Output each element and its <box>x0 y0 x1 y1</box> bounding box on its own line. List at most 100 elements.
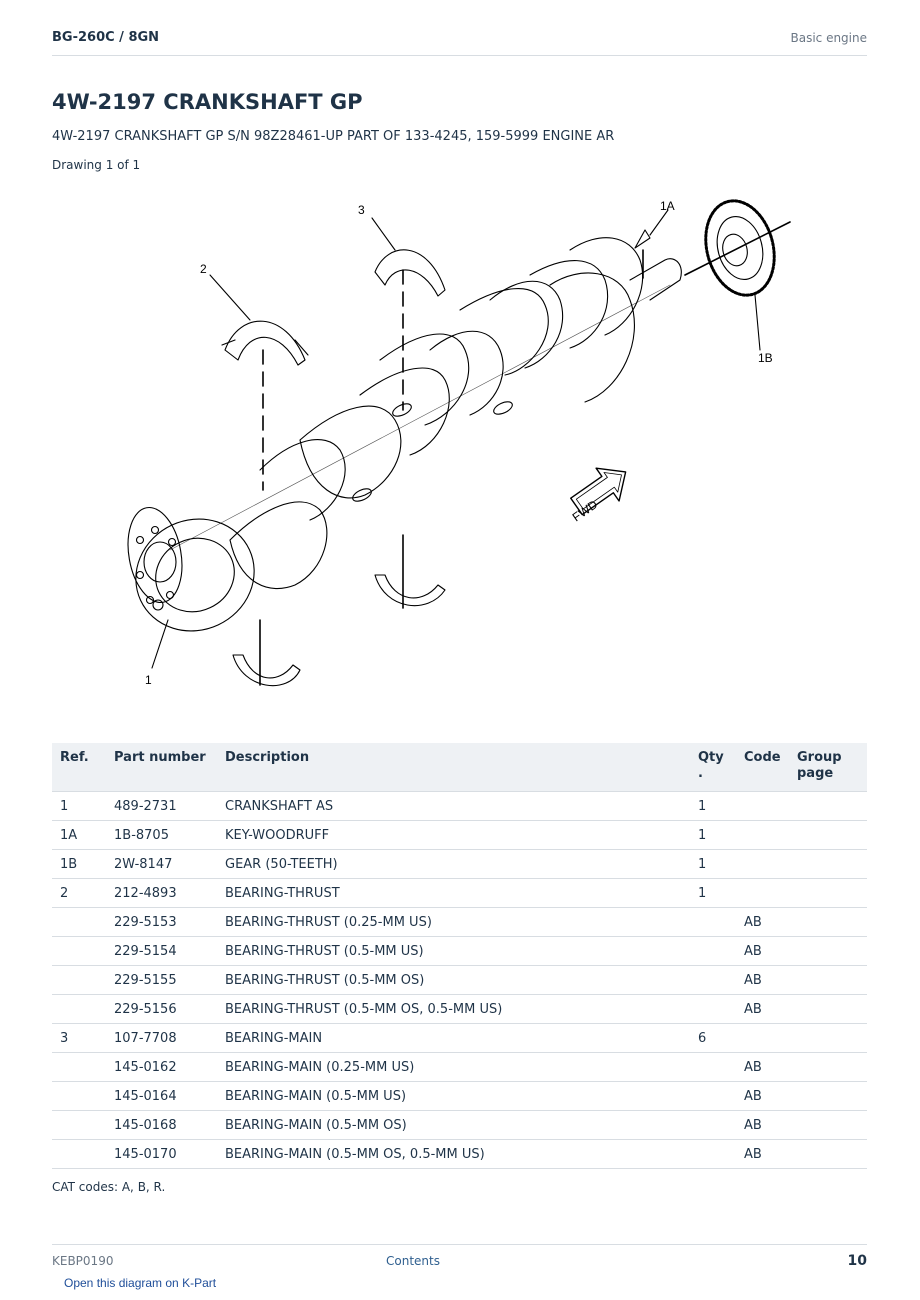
callout-1b: 1B <box>758 351 773 365</box>
page-number: 10 <box>847 1253 867 1269</box>
cell-group-page <box>789 1023 867 1053</box>
cell-group-page <box>789 1139 867 1169</box>
cell-qty <box>690 1081 736 1111</box>
cell-code <box>736 791 789 821</box>
callout-1a: 1A <box>660 199 675 213</box>
cell-part-number: 229-5155 <box>106 965 217 995</box>
cell-part-number: 212-4893 <box>106 878 217 908</box>
cell-group-page <box>789 1081 867 1111</box>
cell-ref <box>52 1110 106 1140</box>
cell-part-number: 145-0164 <box>106 1081 217 1111</box>
cell-description: BEARING-MAIN (0.5-MM OS, 0.5-MM US) <box>217 1139 690 1169</box>
thrust-bearing-shell <box>224 320 306 366</box>
kpart-diagram-link[interactable]: Open this diagram on K-Part <box>64 1276 217 1290</box>
cell-group-page <box>789 994 867 1024</box>
cell-part-number: 229-5156 <box>106 994 217 1024</box>
cell-description: BEARING-THRUST (0.25-MM US) <box>217 907 690 937</box>
main-bearing-shell-upper <box>374 249 446 297</box>
cell-description: BEARING-MAIN (0.5-MM OS) <box>217 1110 690 1140</box>
cell-qty <box>690 994 736 1024</box>
cell-group-page <box>789 791 867 821</box>
cell-group-page <box>789 965 867 995</box>
cell-code <box>736 878 789 908</box>
cell-part-number: 1B-8705 <box>106 820 217 850</box>
cell-qty: 1 <box>690 849 736 879</box>
cell-description: BEARING-MAIN (0.5-MM US) <box>217 1081 690 1111</box>
cell-description: BEARING-THRUST <box>217 878 690 908</box>
col-code: Code <box>736 743 789 792</box>
cell-part-number: 489-2731 <box>106 791 217 821</box>
crankshaft-diagram: 2 3 1A 1B 1 FWD <box>127 199 791 687</box>
cell-qty: 1 <box>690 820 736 850</box>
cell-code: AB <box>736 1139 789 1169</box>
cell-part-number: 145-0168 <box>106 1110 217 1140</box>
col-part-number: Part number <box>106 743 217 792</box>
cell-part-number: 145-0170 <box>106 1139 217 1169</box>
cell-part-number: 145-0162 <box>106 1052 217 1082</box>
cell-qty <box>690 1110 736 1140</box>
cell-part-number: 229-5154 <box>106 936 217 966</box>
cell-ref: 1A <box>52 820 106 850</box>
cell-ref <box>52 936 106 966</box>
cell-code <box>736 820 789 850</box>
cell-group-page <box>789 936 867 966</box>
cell-ref <box>52 965 106 995</box>
timing-gear <box>684 199 791 297</box>
cat-codes: CAT codes: A, B, R. <box>52 1180 166 1194</box>
cell-ref <box>52 907 106 937</box>
cell-ref <box>52 1081 106 1111</box>
page-footer: KEBP0190 Contents 10 <box>52 1244 867 1275</box>
cell-group-page <box>789 907 867 937</box>
cell-description: BEARING-THRUST (0.5-MM OS, 0.5-MM US) <box>217 994 690 1024</box>
cell-part-number: 107-7708 <box>106 1023 217 1053</box>
cell-qty <box>690 936 736 966</box>
col-qty: Qty . <box>690 743 736 792</box>
section-name: Basic engine <box>790 31 867 45</box>
cell-description: BEARING-MAIN (0.25-MM US) <box>217 1052 690 1082</box>
parts-table: Ref. Part number Description Qty . Code … <box>52 743 867 1169</box>
cell-code <box>736 849 789 879</box>
col-ref: Ref. <box>52 743 106 792</box>
contents-link[interactable]: Contents <box>386 1254 440 1268</box>
cell-ref: 1B <box>52 849 106 879</box>
cell-part-number: 2W-8147 <box>106 849 217 879</box>
table-header-row: Ref. Part number Description Qty . Code … <box>52 743 867 792</box>
cell-qty <box>690 1052 736 1082</box>
machine-model: BG-260C / 8GN <box>52 30 160 45</box>
col-description: Description <box>217 743 690 792</box>
cell-description: KEY-WOODRUFF <box>217 820 690 850</box>
cell-group-page <box>789 820 867 850</box>
cell-code: AB <box>736 1052 789 1082</box>
callout-3: 3 <box>358 203 365 217</box>
cell-group-page <box>789 878 867 908</box>
cell-ref <box>52 1052 106 1082</box>
cell-description: BEARING-THRUST (0.5-MM OS) <box>217 965 690 995</box>
cell-code: AB <box>736 936 789 966</box>
cell-code: AB <box>736 1081 789 1111</box>
cell-code: AB <box>736 907 789 937</box>
cell-qty: 1 <box>690 878 736 908</box>
cell-ref: 3 <box>52 1023 106 1053</box>
cell-qty <box>690 1139 736 1169</box>
cell-description: BEARING-THRUST (0.5-MM US) <box>217 936 690 966</box>
cell-description: BEARING-MAIN <box>217 1023 690 1053</box>
drawing-count: Drawing 1 of 1 <box>52 158 141 172</box>
cell-code: AB <box>736 994 789 1024</box>
cell-part-number: 229-5153 <box>106 907 217 937</box>
cell-ref <box>52 1139 106 1169</box>
forward-arrow <box>570 467 627 516</box>
cell-group-page <box>789 1052 867 1082</box>
cell-group-page <box>789 1110 867 1140</box>
cell-code: AB <box>736 1110 789 1140</box>
cell-qty: 6 <box>690 1023 736 1053</box>
